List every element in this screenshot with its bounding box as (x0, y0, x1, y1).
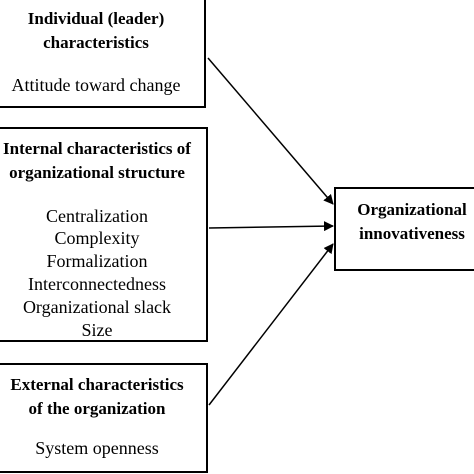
arrow-internal-to-innovativeness (208, 221, 334, 232)
internal-box-item: Complexity (54, 228, 140, 248)
internal-box-item: Size (81, 320, 113, 340)
external-box-title-line1: External characteristics (10, 375, 184, 394)
external-characteristics-box: External characteristics of the organiza… (0, 363, 208, 473)
internal-box-item: Formalization (46, 251, 148, 271)
internal-box-title-line2: organizational structure (9, 163, 185, 182)
arrow-external-to-innovativeness (208, 243, 334, 406)
outcome-box-title-line2: innovativeness (359, 224, 465, 243)
organizational-innovativeness-box: Organizational innovativeness (334, 187, 474, 271)
external-box-title-line2: of the organization (28, 399, 166, 418)
internal-box-item: Interconnectedness (28, 274, 166, 294)
leader-box-title-line2: characteristics (43, 33, 149, 52)
arrow-leader-to-innovativeness (207, 57, 334, 205)
internal-box-item: Organizational slack (22, 297, 172, 317)
external-box-item: System openness (35, 438, 159, 458)
outcome-box-title-line1: Organizational (357, 200, 467, 219)
internal-box-title-line1: Internal characteristics of (3, 139, 191, 158)
internal-characteristics-box: Internal characteristics of organization… (0, 127, 208, 342)
leader-box-item: Attitude toward change (11, 75, 181, 95)
leader-box-title-line1: Individual (leader) (27, 9, 165, 28)
leader-characteristics-box: Individual (leader) characteristics Atti… (0, 0, 206, 108)
internal-box-item: Centralization (46, 206, 148, 226)
